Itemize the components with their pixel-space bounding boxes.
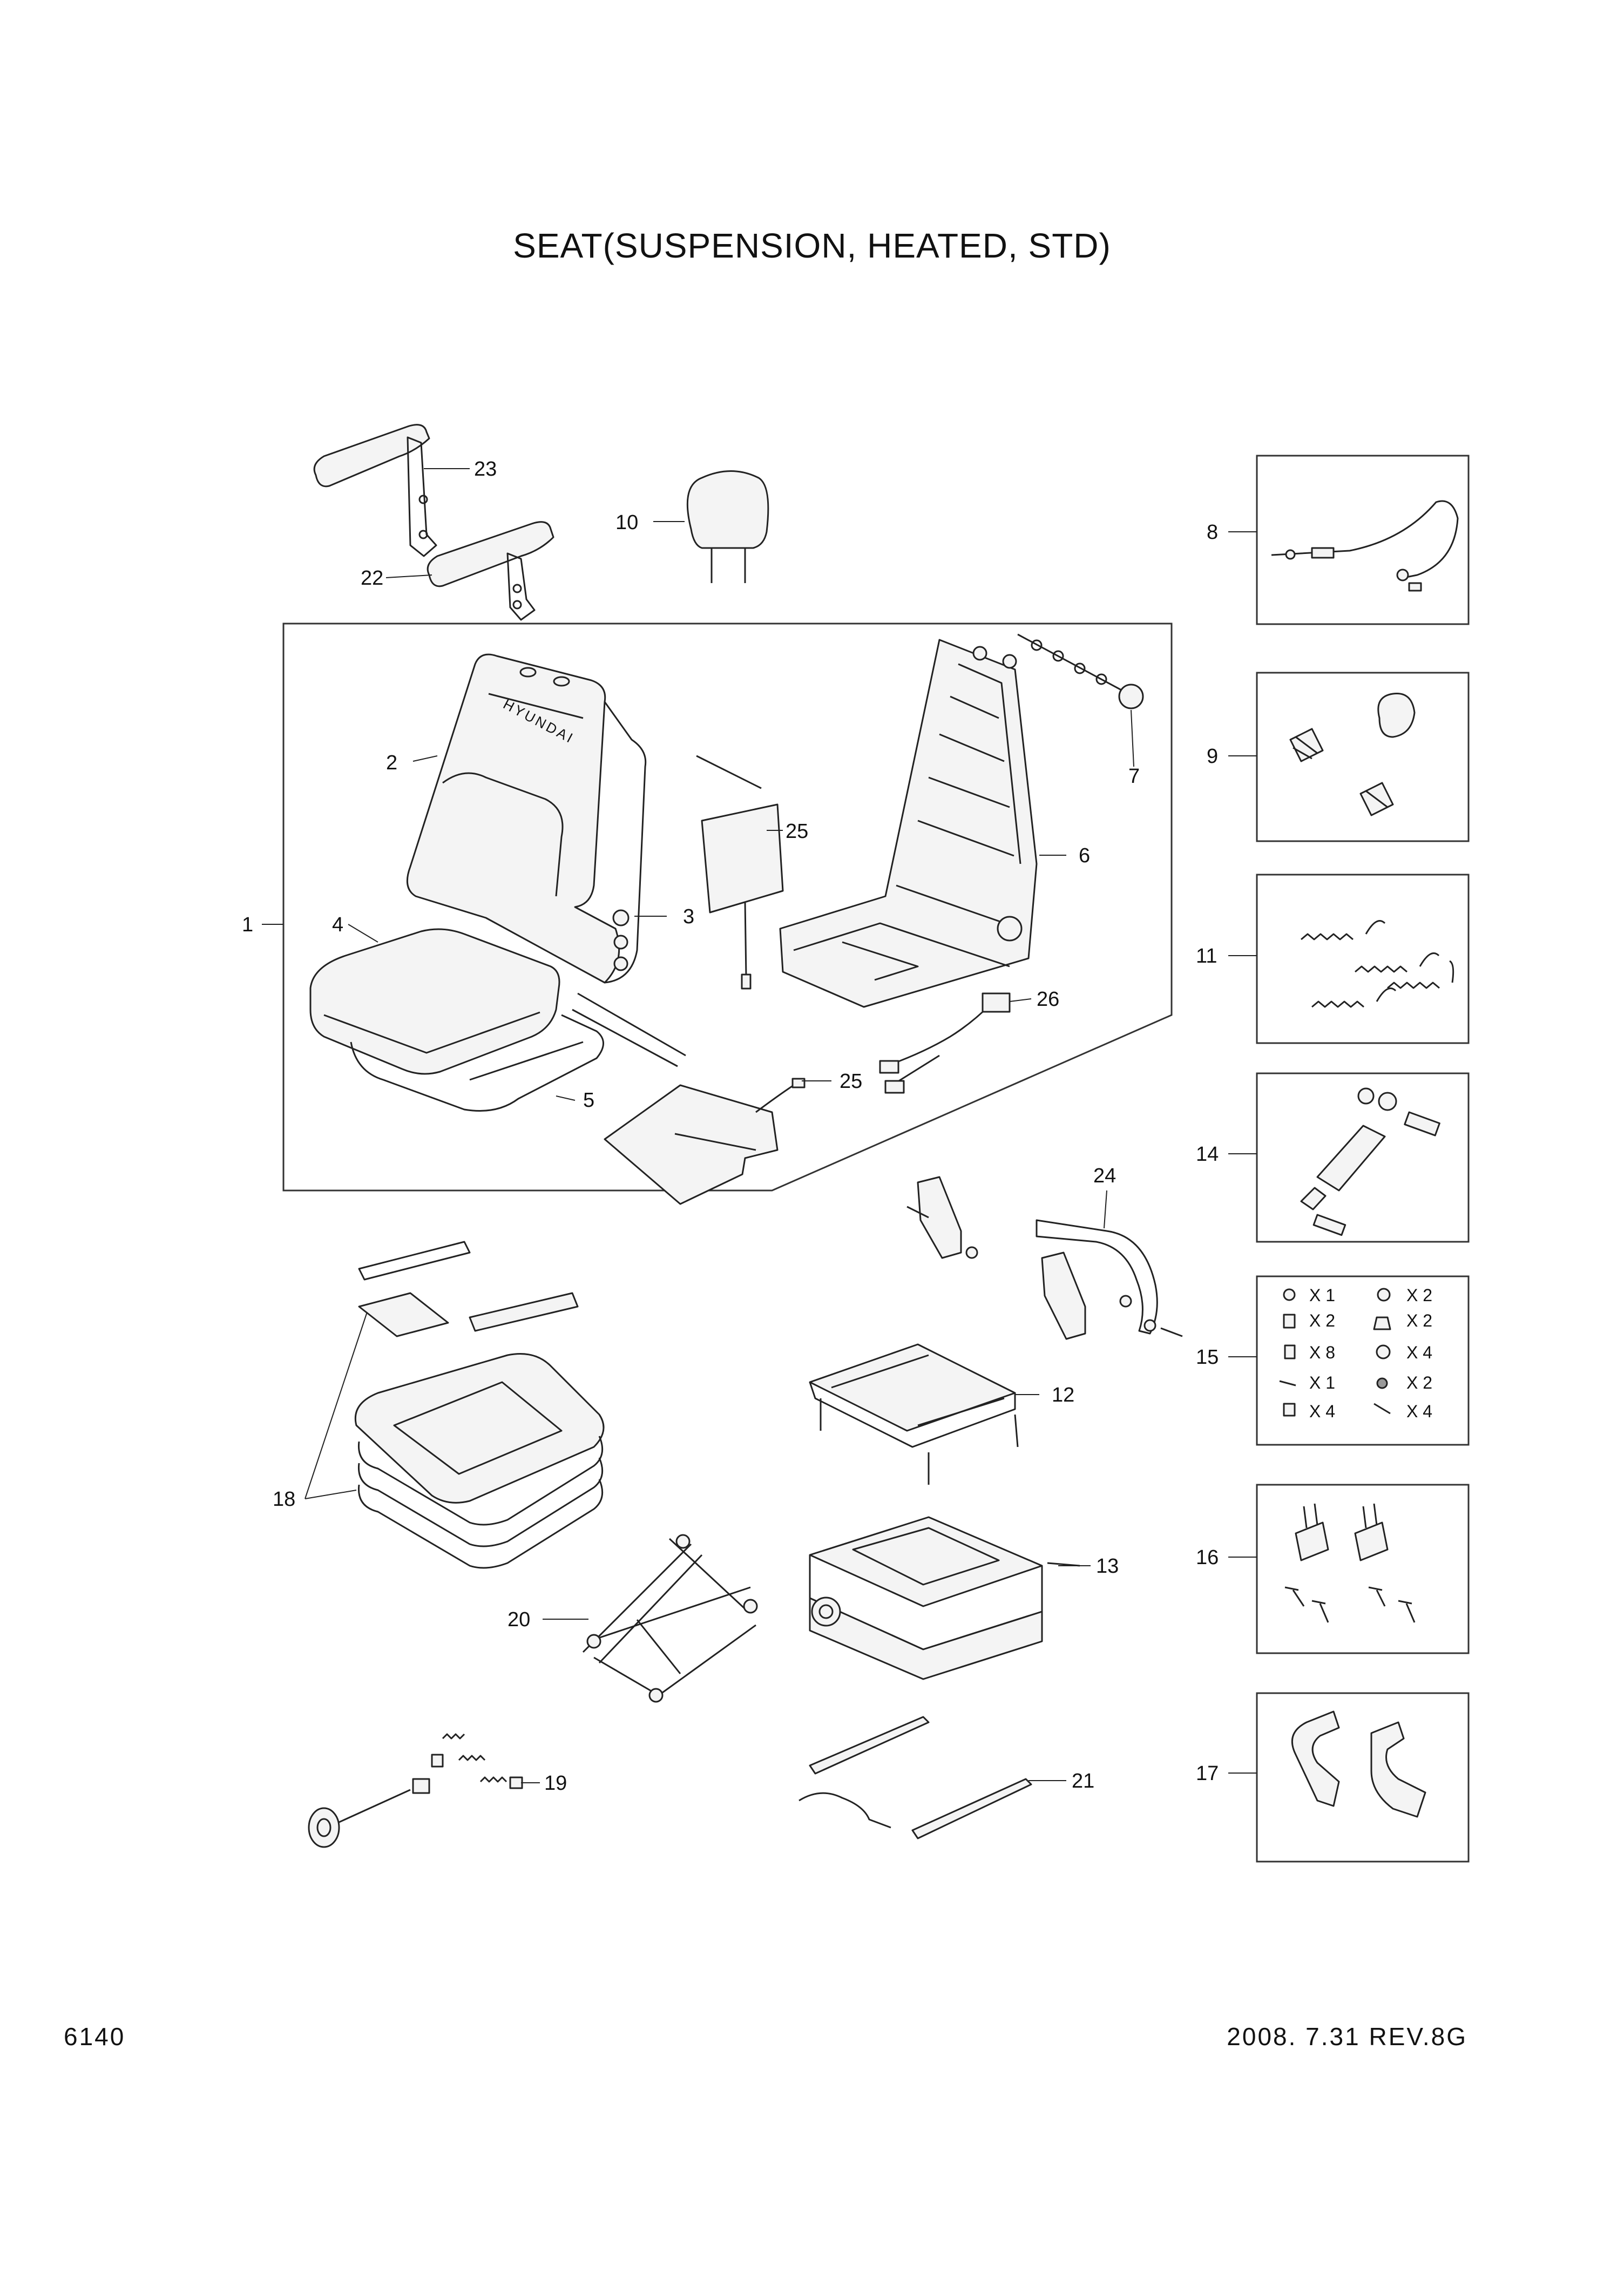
callout-2: 2 <box>386 752 397 774</box>
bumpers-studs-part <box>1284 1503 1416 1623</box>
armrest-left-part <box>313 424 437 557</box>
springs-kit-part <box>1301 920 1454 1008</box>
callout-leaders <box>262 468 1257 1783</box>
callout-22: 22 <box>361 567 383 590</box>
kit15-qty-2: X 2 <box>1406 1286 1432 1305</box>
kit15-qty-6: X 4 <box>1406 1343 1432 1362</box>
kit15-qty-3: X 2 <box>1309 1311 1335 1330</box>
heater-pad-back-part <box>696 755 784 990</box>
backrest-cushion-part <box>406 653 647 984</box>
suspension-base-part <box>809 1516 1080 1680</box>
callout-23: 23 <box>474 458 497 481</box>
kit15-qty-5: X 8 <box>1309 1343 1335 1362</box>
callout-5: 5 <box>583 1089 594 1112</box>
callout-8: 8 <box>1207 521 1218 544</box>
cable-part <box>1271 500 1459 592</box>
heater-pad-seat-part <box>572 992 806 1205</box>
callout-21: 21 <box>1072 1770 1094 1792</box>
page-number: 6140 <box>64 2022 126 2051</box>
callout-25-seat-heater: 25 <box>840 1070 862 1093</box>
callout-17: 17 <box>1196 1762 1219 1785</box>
small-parts-kit-part <box>1279 1288 1391 1417</box>
kit15-qty-1: X 1 <box>1309 1286 1335 1305</box>
seat-belt-part <box>906 1176 1183 1340</box>
kit-box-17 <box>1256 1692 1470 1863</box>
kit15-qty-4: X 2 <box>1406 1311 1432 1330</box>
seat-frame-part <box>779 639 1038 1008</box>
callout-14: 14 <box>1196 1143 1219 1166</box>
slide-rail-assembly-part <box>809 1343 1019 1485</box>
callout-9: 9 <box>1207 745 1218 768</box>
rails-part <box>799 1716 1032 1839</box>
kit-box-16 <box>1256 1484 1470 1654</box>
callout-4: 4 <box>332 914 343 936</box>
kit-box-8 <box>1256 455 1470 625</box>
seat-cushion-part <box>309 928 604 1112</box>
kit15-qty-8: X 2 <box>1406 1373 1432 1392</box>
kit15-qty-9: X 4 <box>1309 1402 1335 1421</box>
page-title: SEAT(SUSPENSION, HEATED, STD) <box>513 226 1111 265</box>
callout-12: 12 <box>1052 1384 1074 1406</box>
damper-knob-part <box>308 1733 523 1848</box>
callout-24: 24 <box>1093 1165 1116 1187</box>
wiring-harness-part <box>879 992 1011 1094</box>
callout-19: 19 <box>544 1772 567 1795</box>
callout-3: 3 <box>683 905 694 928</box>
callout-16: 16 <box>1196 1546 1219 1569</box>
brackets-part <box>1291 1710 1426 1818</box>
bellows-cover-part <box>354 1241 605 1569</box>
callout-20: 20 <box>508 1608 530 1631</box>
callout-18: 18 <box>273 1488 295 1511</box>
kit-box-11 <box>1256 874 1470 1044</box>
adjust-knob-rod-part <box>1017 633 1144 709</box>
headrest-part <box>686 470 769 583</box>
callout-1: 1 <box>242 914 253 936</box>
callout-15: 15 <box>1196 1346 1219 1369</box>
callout-7: 7 <box>1128 765 1140 788</box>
knob-clip-kit-part <box>1289 692 1416 816</box>
callout-6: 6 <box>1079 844 1090 867</box>
callout-10: 10 <box>615 511 638 534</box>
armrest-right-part <box>427 521 554 621</box>
seat-assembly-frame <box>282 623 1173 1192</box>
callout-13: 13 <box>1096 1555 1119 1578</box>
kit-box-14 <box>1256 1072 1470 1243</box>
scissor-mechanism-part <box>582 1534 758 1703</box>
kit-box-15 <box>1256 1275 1470 1446</box>
revision-date: 2008. 7.31 REV.8G <box>1227 2022 1467 2051</box>
kit15-qty-7: X 1 <box>1309 1373 1335 1392</box>
callout-26: 26 <box>1037 988 1059 1011</box>
callout-25-back-heater: 25 <box>786 820 808 843</box>
kit-box-9 <box>1256 672 1470 842</box>
shock-absorber-part <box>1300 1087 1440 1236</box>
callout-11: 11 <box>1196 945 1217 968</box>
kit15-qty-10: X 4 <box>1406 1402 1432 1421</box>
